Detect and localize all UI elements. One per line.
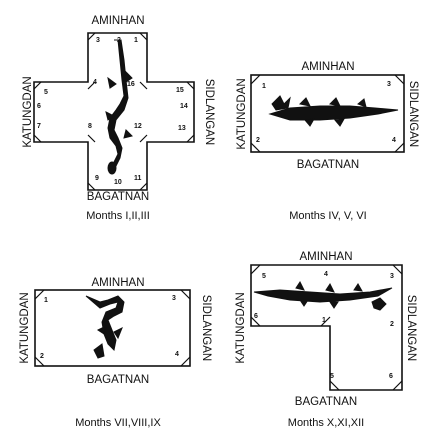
corner-ticks (33, 32, 195, 191)
star-number: 4 (324, 271, 328, 278)
star-number: 5 (44, 89, 48, 96)
star-number: 3 (172, 295, 176, 302)
star-number: 1 (262, 83, 266, 90)
naga-serpent-icon (85, 295, 125, 359)
corner-ticks (250, 74, 405, 153)
star-number: 9 (95, 175, 99, 182)
star-number: 1 (44, 297, 48, 304)
naga-serpent-icon (105, 39, 133, 175)
label-east: SIDLANGAN (407, 81, 419, 147)
label-west: KATUNGDAN (19, 292, 31, 363)
label-east: SIDLANGAN (405, 295, 417, 361)
star-number: 5 (262, 273, 266, 280)
star-number: 6 (389, 373, 393, 380)
star-number: 4 (93, 79, 97, 86)
label-south: BAGATNAN (87, 374, 149, 386)
caption: Months IV, V, VI (289, 210, 366, 222)
label-west: KATUNGDAN (236, 78, 248, 149)
star-number: 2 (40, 353, 44, 360)
label-north: AMINHAN (299, 251, 352, 263)
rect-outline (34, 289, 191, 367)
l-shape-outline (250, 264, 403, 391)
star-number: 7 (37, 123, 41, 130)
star-number: 4 (175, 351, 179, 358)
corner-ticks (34, 289, 191, 367)
star-number: 2 (256, 137, 260, 144)
label-north: AMINHAN (91, 15, 144, 27)
label-north: AMINHAN (91, 277, 144, 289)
label-south: BAGATNAN (297, 159, 359, 171)
star-number: 5 (330, 373, 334, 380)
label-south: BAGATNAN (87, 191, 149, 203)
star-number: 3 (390, 273, 394, 280)
label-east: SIDLANGAN (200, 295, 212, 361)
star-number: 2 (390, 321, 394, 328)
star-number: 8 (88, 123, 92, 130)
rect-outline (250, 74, 405, 153)
panel-months-1-3: AMINHAN BAGATNAN KATUNGDAN SIDLANGAN 3 2… (22, 15, 215, 222)
star-number: 16 (127, 81, 135, 88)
star-number: 6 (254, 313, 258, 320)
star-number: 1 (322, 317, 326, 324)
star-number: 12 (134, 123, 142, 130)
star-number: 4 (392, 137, 396, 144)
star-number: 13 (178, 125, 186, 132)
star-number: 10 (114, 179, 122, 186)
label-south: BAGATNAN (295, 396, 357, 408)
label-east: SIDLANGAN (203, 79, 215, 145)
label-north: AMINHAN (301, 61, 354, 73)
star-number: 1 (134, 37, 138, 44)
star-number: 6 (37, 103, 41, 110)
star-number: 3 (96, 37, 100, 44)
naga-serpent-icon (268, 95, 399, 127)
star-number: 15 (176, 87, 184, 94)
label-west: KATUNGDAN (22, 76, 34, 147)
naga-serpent-icon (253, 281, 393, 311)
star-number: 11 (134, 175, 142, 182)
panel-months-4-6: AMINHAN BAGATNAN KATUNGDAN SIDLANGAN 1 2… (236, 61, 419, 222)
panel-months-7-9: AMINHAN BAGATNAN KATUNGDAN SIDLANGAN 1 2… (19, 277, 212, 429)
panel-months-10-12: AMINHAN BAGATNAN KATUNGDAN SIDLANGAN 5 4… (235, 251, 417, 429)
caption: Months X,XI,XII (288, 417, 364, 429)
corner-ticks (250, 264, 403, 391)
star-number: 14 (180, 103, 188, 110)
caption: Months VII,VIII,IX (75, 417, 161, 429)
label-west: KATUNGDAN (235, 292, 247, 363)
star-number: 3 (387, 81, 391, 88)
caption: Months I,II,III (86, 210, 150, 222)
cross-outline (33, 32, 195, 191)
